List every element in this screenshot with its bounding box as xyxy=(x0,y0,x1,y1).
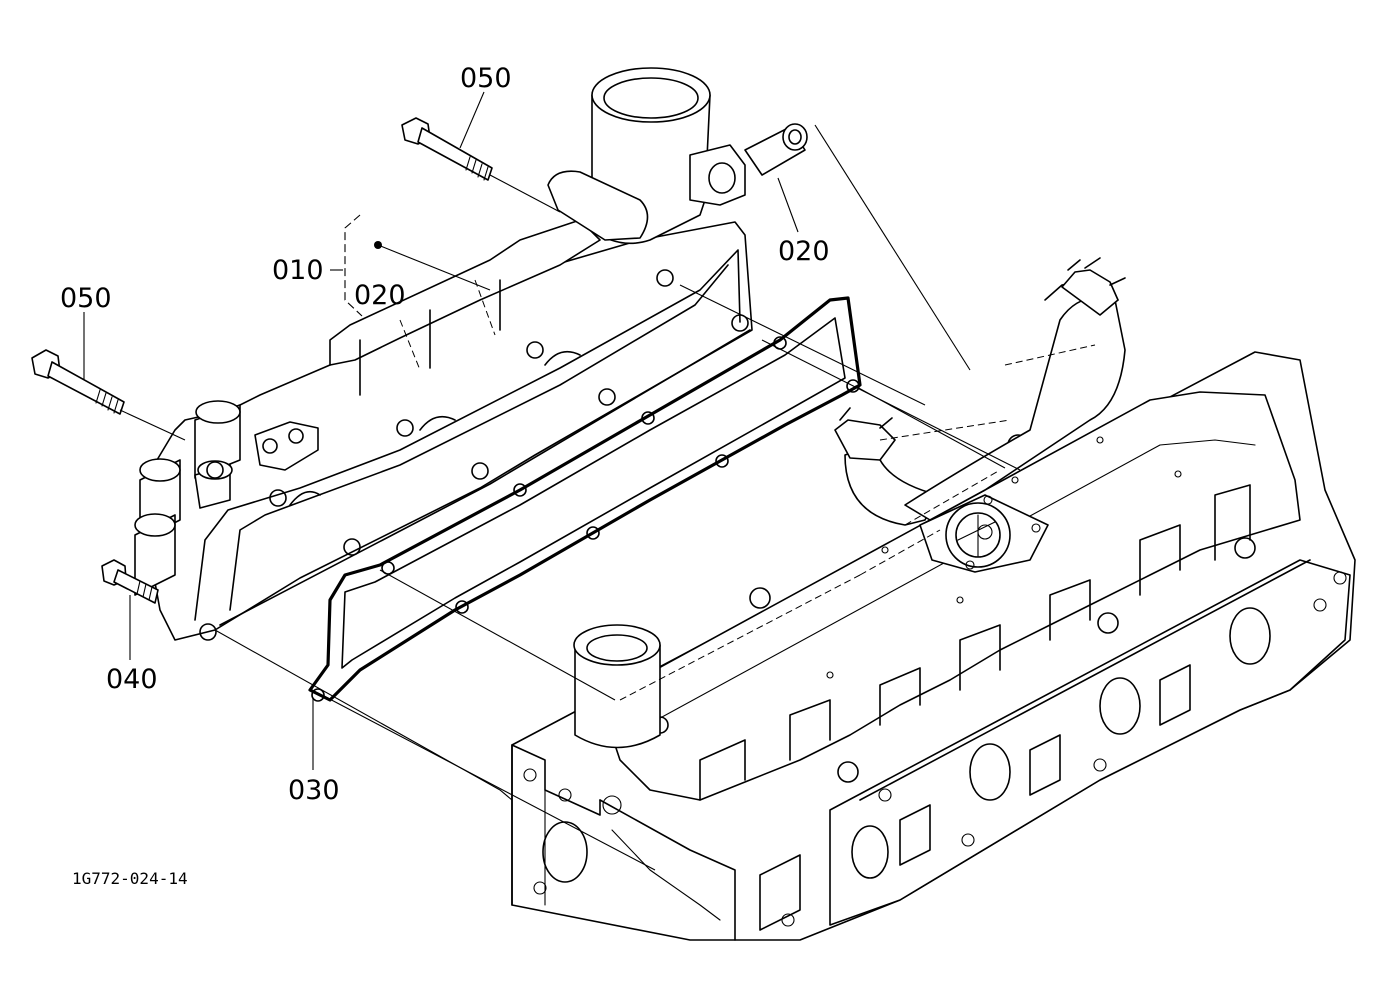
plug-top xyxy=(744,123,808,176)
label-030-gasket: 030 xyxy=(288,775,340,806)
label-050-left: 050 xyxy=(60,283,112,314)
bolt-short xyxy=(101,559,159,604)
bolt-top xyxy=(401,117,493,181)
alignment-lines xyxy=(119,124,1021,871)
label-020-assembly-sub: 020 xyxy=(354,280,406,311)
leader-dot xyxy=(374,241,382,249)
bolt-left xyxy=(31,349,125,415)
leader-lines xyxy=(83,91,799,770)
label-040-bolt: 040 xyxy=(106,664,158,695)
drawing-code: 1G772-024-14 xyxy=(72,869,188,888)
label-010-assembly: 010 xyxy=(272,255,324,286)
label-020-plug: 020 xyxy=(778,236,830,267)
label-050-top: 050 xyxy=(460,63,512,94)
cylinder-head xyxy=(511,257,1356,941)
water-flange-manifold xyxy=(134,67,753,641)
